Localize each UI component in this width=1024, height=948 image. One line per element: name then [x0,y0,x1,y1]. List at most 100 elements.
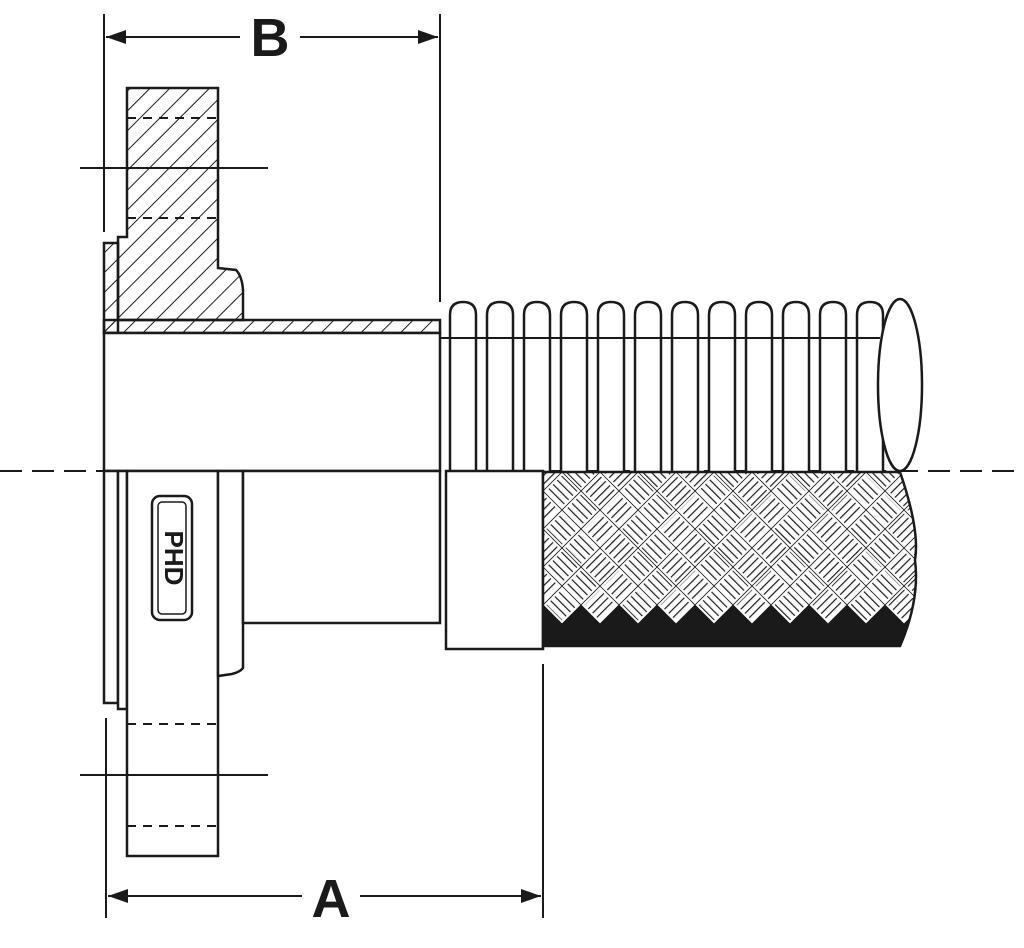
braid-tile [752,472,790,491]
braid-tile [638,567,676,605]
braid-tile [733,472,771,510]
braid-tile [619,472,657,510]
braid-tile [562,567,600,605]
braided-cover [543,417,1024,646]
braid-tile [925,550,959,584]
braid-tile [963,588,997,622]
braid-tile [581,586,619,624]
braid-tile [790,567,828,605]
braid-tile [619,510,657,548]
braid-tile [1001,550,1024,584]
tube-exterior [241,469,442,625]
braid-tile [866,472,904,491]
braid-tile [733,510,771,548]
braid-tile [771,510,809,548]
braid-tile [866,567,904,605]
braid-tile [847,510,885,548]
braid-tile [695,472,733,510]
braid-tile [695,548,733,586]
braid-tile [963,512,997,546]
ferrule-collar [444,469,545,651]
braid-tile [657,472,695,510]
braid-tile [790,529,828,567]
braid-tile [657,510,695,548]
braid-tile [925,588,959,622]
braid-tile [752,491,790,529]
convolution [633,300,663,471]
braid-tile [752,567,790,605]
braid-tile [828,491,866,529]
braid-tile [1001,436,1024,470]
convolution [818,300,848,471]
braid-tile [828,472,866,491]
corrugated-hose [448,300,885,471]
braid-tile [695,586,733,624]
braid-tile [657,548,695,586]
braid-tile [944,569,978,603]
braid-tile [581,472,619,510]
convolution [670,300,700,471]
braid-tile [600,567,638,605]
convolution [559,300,589,471]
braid-tile [982,531,1016,565]
hose-end [876,297,924,473]
convolution [781,300,811,471]
convolution [744,300,774,471]
dimension-b-label: B [251,8,290,68]
braid-tile [600,491,638,529]
convolution [448,300,478,471]
braid-tile [733,548,771,586]
braid-tile [676,491,714,529]
braid-tile [543,586,581,624]
braid-tile [581,548,619,586]
logo-text: PHD [159,531,189,586]
braid-tile [714,529,752,567]
braid-tile [809,472,847,510]
braid-tile [866,529,904,567]
braid-tile [562,491,600,529]
tube-bore [102,331,442,473]
braid-tile [1020,455,1024,489]
braid-tile [676,472,714,491]
braid-tile [638,472,676,491]
braid-tile [982,569,1016,603]
braid-tile [944,493,978,527]
braid-tile [944,531,978,565]
convolution [707,300,737,471]
braid-tile [581,510,619,548]
braid-tile [809,548,847,586]
braid-tile [695,510,733,548]
braid-tile [1001,588,1024,622]
flange-section-upper [80,86,268,335]
braid-tile [771,472,809,510]
braid-tile [543,567,562,605]
braid-tile [809,510,847,548]
braid-tile [752,529,790,567]
braid-tile [963,436,997,470]
braid-tile [543,510,581,548]
braid-tile [963,550,997,584]
braid-tile [771,586,809,624]
braid-tile [925,474,959,508]
braid-tile [982,493,1016,527]
braid-tile [847,586,885,624]
braid-tile [619,548,657,586]
braid-tile [1001,474,1024,508]
convolution [522,300,552,471]
dimension-a: A [105,664,544,929]
flange-exterior-lower [80,469,268,858]
braid-tile [676,567,714,605]
convolution [596,300,626,471]
convolution [485,300,515,471]
braid-tile [543,472,562,491]
braid-tile [982,417,1016,451]
braid-tile [828,529,866,567]
braid-tile [925,512,959,546]
braid-tile [714,567,752,605]
braid-tile [1020,493,1024,527]
braid-tile [543,491,562,529]
braid-tile [866,491,904,529]
braid-tile [925,436,959,470]
